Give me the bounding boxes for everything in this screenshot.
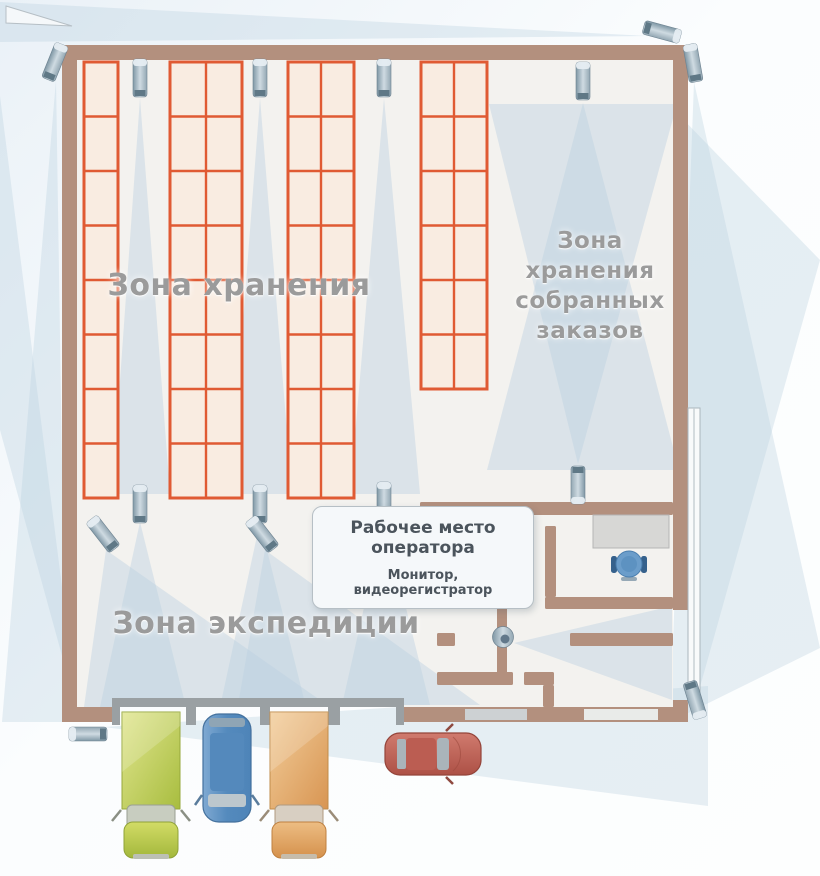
operator-chair <box>611 550 647 581</box>
zone-label-orders-storage: Зона хранения собранных заказов <box>515 228 665 344</box>
car-red <box>384 723 482 785</box>
storage-rack-2 <box>168 60 244 500</box>
cctv-camera-icon <box>570 465 586 505</box>
loading-dock-doors <box>112 698 404 725</box>
zone-label-expedition: Зона экспедиции <box>112 606 420 641</box>
truck-orange <box>259 711 339 859</box>
storage-rack-1 <box>82 60 120 500</box>
cctv-camera-icon <box>68 726 108 742</box>
storage-rack-3 <box>286 60 356 500</box>
cctv-dome-camera-icon <box>492 626 514 648</box>
indoor-camera-coverage-cones <box>84 98 679 707</box>
cctv-camera-icon <box>132 484 148 524</box>
zone-label-storage: Зона хранения <box>107 268 371 303</box>
operator-desk <box>592 514 670 549</box>
service-door <box>584 709 658 720</box>
operator-workstation-callout: Рабочее место оператора Монитор, видеоре… <box>312 506 534 609</box>
cctv-camera-icon <box>575 61 591 101</box>
cctv-camera-icon <box>252 58 268 98</box>
gate <box>687 407 701 703</box>
cctv-camera-icon <box>376 58 392 98</box>
cctv-camera-icon <box>132 58 148 98</box>
callout-subtitle: Монитор, видеорегистратор <box>353 567 493 598</box>
truck-green <box>111 711 191 859</box>
callout-title: Рабочее место оператора <box>350 518 496 559</box>
outer-walls <box>62 45 688 722</box>
callout-pointer <box>5 5 73 27</box>
personnel-door <box>465 709 527 720</box>
storage-rack-4 <box>419 60 489 391</box>
cameras <box>40 19 708 742</box>
van-blue <box>193 713 261 823</box>
